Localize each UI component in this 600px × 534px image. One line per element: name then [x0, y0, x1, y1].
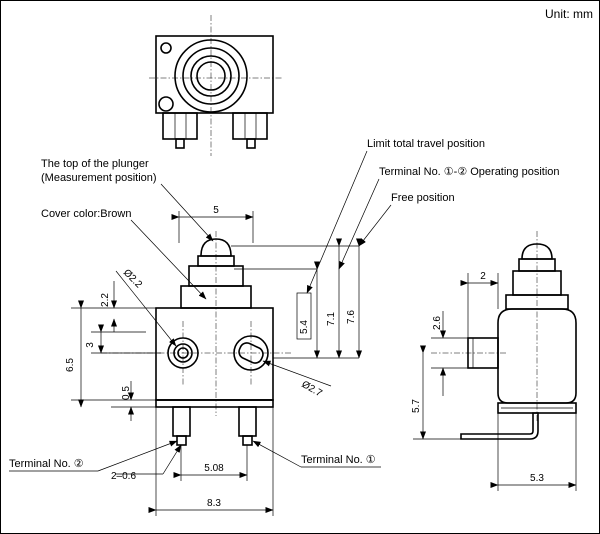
label-free: Free position: [391, 192, 455, 204]
label-measurement: (Measurement position): [41, 172, 157, 184]
label-cover-color: Cover color:Brown: [41, 208, 131, 220]
dim-7-6: 7.6: [346, 310, 357, 324]
dim-2: 2: [480, 271, 486, 282]
dim-3: 3: [85, 342, 96, 348]
dim-5-08: 5.08: [204, 463, 224, 474]
dim-7-1: 7.1: [326, 312, 337, 326]
label-operating: Terminal No. ①-② Operating position: [379, 166, 560, 178]
front-view: [101, 231, 291, 446]
dim-5-3: 5.3: [530, 473, 544, 484]
front-dimensions: 5 5.4 7.1 7.6 6.5 3 2.2 0.5 Ø2.2 Ø2.7: [65, 205, 362, 516]
dim-phi-2-2: Ø2.2: [121, 267, 144, 290]
label-limit-travel: Limit total travel position: [367, 138, 485, 150]
top-view: [149, 15, 283, 156]
dim-6-5: 6.5: [65, 358, 76, 372]
dim-2-2: 2.2: [100, 293, 111, 307]
side-dimensions: 2 2.6 5.7 5.3: [411, 271, 577, 491]
dim-5-4: 5.4: [299, 320, 310, 334]
label-terminal-1: Terminal No. ①: [301, 454, 376, 466]
dim-2-0-6: 2–0.6: [111, 471, 136, 482]
dim-5: 5: [213, 205, 219, 216]
front-labels: The top of the plunger (Measurement posi…: [9, 138, 560, 472]
dim-0-5: 0.5: [121, 386, 132, 400]
unit-label: Unit: mm: [545, 7, 593, 21]
dim-5-7: 5.7: [411, 399, 422, 413]
dim-2-6: 2.6: [432, 316, 443, 330]
side-view: [431, 231, 577, 440]
dim-8-3: 8.3: [207, 498, 221, 509]
label-terminal-2: Terminal No. ②: [9, 458, 84, 470]
label-plunger-top: The top of the plunger: [41, 158, 149, 170]
